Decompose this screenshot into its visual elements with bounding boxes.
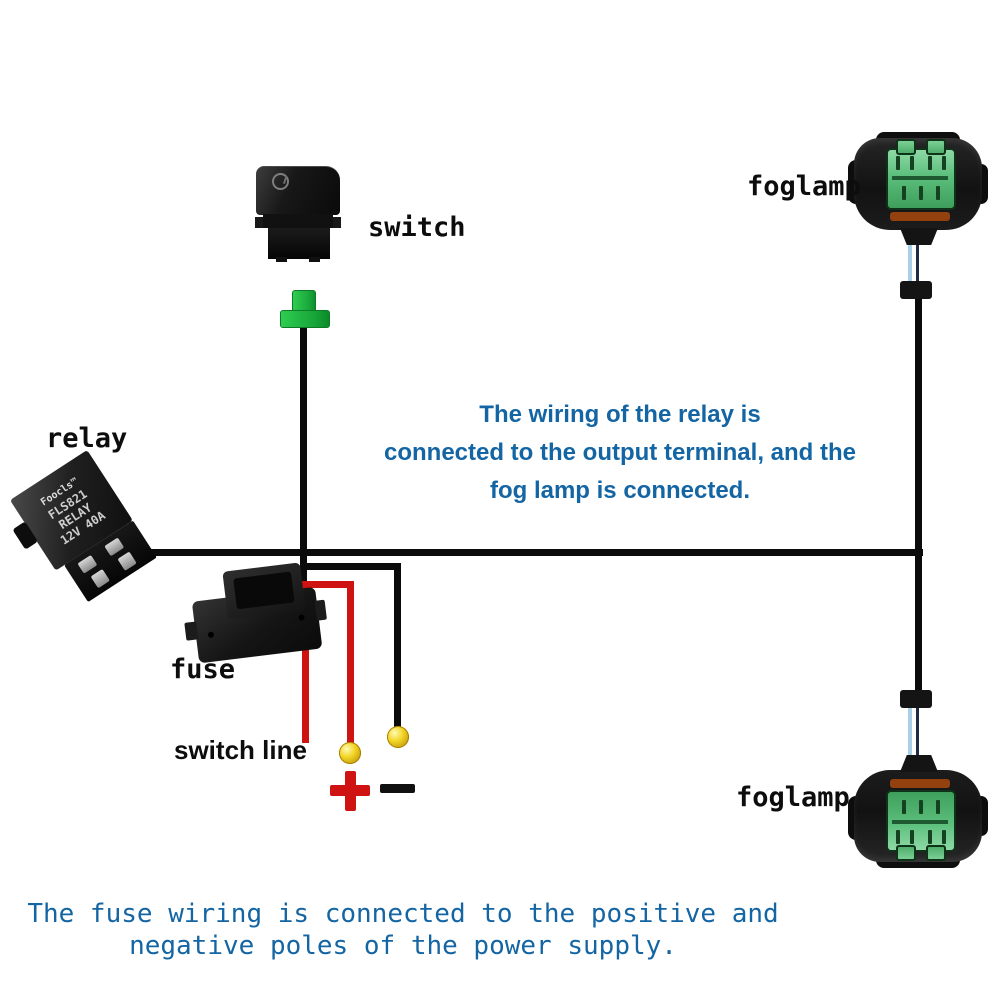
foglamp-green-plug-icon — [886, 139, 956, 210]
relay-pin — [104, 537, 125, 557]
foglamp-orange-seal — [890, 779, 950, 788]
foglamp-plug-slot — [902, 186, 906, 200]
foglamp-plug-groove — [892, 176, 948, 180]
red-switch-line-wire — [302, 581, 309, 743]
fuse-side-tab — [314, 599, 327, 621]
foglamp-plug-slot — [902, 800, 906, 814]
fuse-wiring-note-line2: negative poles of the power supply. — [129, 931, 677, 961]
foglamp-plug-slot — [936, 800, 940, 814]
switch-line-label: switch line — [174, 735, 307, 765]
fuse-side-tab — [184, 621, 199, 641]
relay-wiring-note-line1: The wiring of the relay is — [479, 401, 761, 428]
foglamp-plug-slot — [919, 800, 923, 814]
negative-wire-vertical — [394, 563, 401, 733]
switch-connector-flange — [280, 310, 330, 328]
foglamp-plug-slot — [928, 830, 932, 844]
switch-label: switch — [368, 212, 466, 243]
main-output-wire-horizontal — [145, 549, 923, 556]
relay-wiring-note-line2: connected to the output terminal, and th… — [383, 439, 856, 466]
switch-side-tab — [255, 217, 263, 228]
switch-foot — [276, 257, 287, 262]
foglamp-plug-slot — [896, 830, 900, 844]
foglamp-top-blue-wire — [908, 228, 912, 284]
foglamp-trunk-wire-vertical — [915, 296, 922, 694]
foglamp-plug-slot — [896, 156, 900, 170]
foglamp-bottom-label: foglamp — [736, 782, 850, 813]
fuse-holder-cap — [222, 562, 306, 620]
foglamp-plug-tab — [896, 139, 916, 155]
switch-mid-section — [263, 214, 333, 228]
foglamp-green-plug-icon — [886, 790, 956, 861]
red-wire-top-horizontal — [302, 581, 354, 588]
foglamp-plug-slot — [919, 186, 923, 200]
foglamp-orange-seal — [890, 212, 950, 221]
foglamp-plug-tab — [926, 139, 946, 155]
switch-cap — [256, 166, 340, 215]
positive-wire-vertical — [347, 581, 354, 746]
relay-pin — [90, 568, 110, 589]
switch-foot — [309, 257, 320, 262]
foglamp-neck — [900, 755, 938, 772]
relay-wiring-note: The wiring of the relay is connected to … — [320, 396, 920, 510]
minus-sign-icon — [380, 784, 415, 793]
switch-wire-vertical — [300, 318, 307, 588]
fuse-wiring-note-line1: The fuse wiring is connected to the posi… — [27, 899, 779, 929]
positive-terminal-ball-icon — [339, 742, 361, 764]
relay-pin — [77, 554, 98, 574]
negative-terminal-ball-icon — [387, 726, 409, 748]
foglamp-plug-tab — [896, 845, 916, 861]
relay-component: Foocls™ FLS821 RELAY 12V 40A — [0, 436, 181, 619]
foglamp-bottom-splice-connector — [900, 690, 932, 708]
fuse-screw-dot — [207, 631, 215, 639]
fuse-cap-recess — [233, 571, 295, 610]
foglamp-top-black-wire — [916, 228, 919, 284]
foglamp-neck — [900, 228, 938, 245]
relay-label: relay — [46, 423, 128, 454]
branch-wire-horizontal — [300, 563, 401, 570]
fuse-label: fuse — [170, 654, 236, 685]
foglamp-plug-slot — [936, 186, 940, 200]
foglamp-top-splice-connector — [900, 281, 932, 299]
switch-side-tab — [333, 217, 341, 228]
foglamp-plug-slot — [910, 830, 914, 844]
foglamp-plug-slot — [910, 156, 914, 170]
foglamp-plug-slot — [928, 156, 932, 170]
foglamp-top-label: foglamp — [747, 171, 861, 202]
foglamp-plug-tab — [926, 845, 946, 861]
switch-body — [268, 228, 330, 259]
foglamp-connector-bottom — [848, 752, 988, 870]
foglamp-plug-slot — [942, 830, 946, 844]
fog-light-symbol-icon — [272, 173, 289, 190]
relay-pin — [117, 551, 137, 571]
fuse-screw-dot — [298, 614, 305, 621]
relay-wiring-note-line3: fog lamp is connected. — [489, 477, 751, 504]
foglamp-bottom-black-wire — [916, 706, 919, 758]
foglamp-plug-slot — [942, 156, 946, 170]
foglamp-bottom-blue-wire — [908, 706, 912, 758]
foglamp-connector-top — [848, 130, 988, 248]
foglamp-plug-groove — [892, 820, 948, 824]
fuse-wiring-note: The fuse wiring is connected to the posi… — [3, 898, 803, 962]
